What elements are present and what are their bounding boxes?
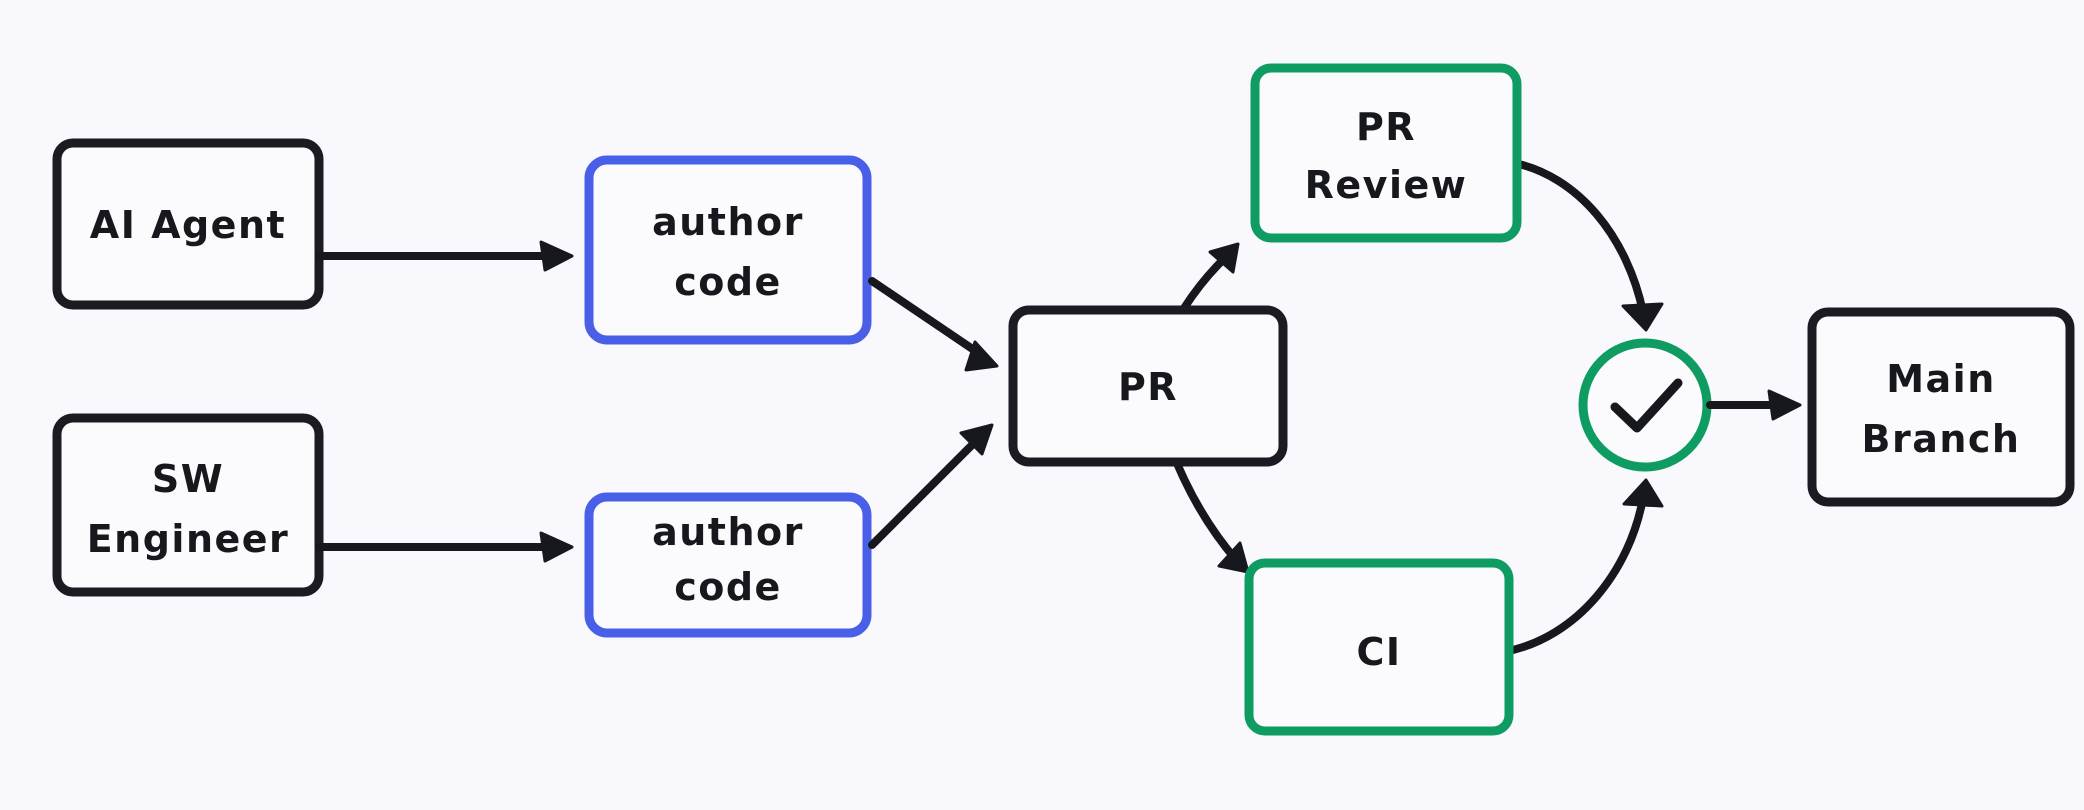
node-sw-engineer-label-line1: SW xyxy=(152,457,224,501)
node-author-code-agent-label-line1: author xyxy=(652,200,804,244)
edge-author-code-agent-to-pr xyxy=(868,277,999,372)
node-author-code-engineer-label-line2: code xyxy=(674,565,782,609)
edge-author-code-engineer-to-pr xyxy=(868,423,994,549)
edge-merge-gate-to-main-branch xyxy=(1706,389,1802,421)
node-ci-shape xyxy=(1244,558,1514,736)
node-pr[interactable]: PR xyxy=(1008,305,1288,467)
node-author-code-agent-label-line2: code xyxy=(674,260,782,304)
node-pr-shape xyxy=(1008,305,1288,467)
merge-gate-circle xyxy=(1578,338,1712,472)
node-author-code-agent-shape xyxy=(584,155,872,345)
node-ai-agent-shape xyxy=(52,138,324,310)
merge-gate[interactable] xyxy=(1578,338,1712,472)
node-ci-label: CI xyxy=(1356,630,1401,674)
node-ai-agent[interactable]: AI Agent xyxy=(52,138,324,310)
node-author-code-engineer-shape xyxy=(584,492,872,638)
node-sw-engineer-shape xyxy=(52,413,324,597)
edge-sw-engineer-to-author-code xyxy=(315,531,574,563)
node-author-code-engineer-label-line1: author xyxy=(652,510,804,554)
edge-ai-agent-to-author-code xyxy=(315,240,574,272)
node-pr-review[interactable]: PR Review xyxy=(1250,63,1522,243)
node-sw-engineer[interactable]: SW Engineer xyxy=(52,413,324,597)
check-icon xyxy=(1610,378,1683,433)
edge-ci-to-merge-gate xyxy=(1500,478,1664,656)
node-author-code-agent[interactable]: author code xyxy=(584,155,872,345)
node-pr-review-label-line2: Review xyxy=(1305,163,1468,207)
node-author-code-engineer[interactable]: author code xyxy=(584,492,872,638)
node-ai-agent-label: AI Agent xyxy=(90,203,286,247)
node-main-branch-label-line2: Branch xyxy=(1862,417,2021,461)
node-pr-review-shape xyxy=(1250,63,1522,243)
edge-pr-review-to-merge-gate xyxy=(1506,158,1664,332)
node-main-branch[interactable]: Main Branch xyxy=(1807,307,2075,507)
node-pr-label: PR xyxy=(1118,365,1178,409)
node-main-branch-shape xyxy=(1807,307,2075,507)
node-main-branch-label-line1: Main xyxy=(1886,357,1996,401)
node-pr-review-label-line1: PR xyxy=(1356,105,1416,149)
node-sw-engineer-label-line2: Engineer xyxy=(87,517,290,561)
node-ci[interactable]: CI xyxy=(1244,558,1514,736)
